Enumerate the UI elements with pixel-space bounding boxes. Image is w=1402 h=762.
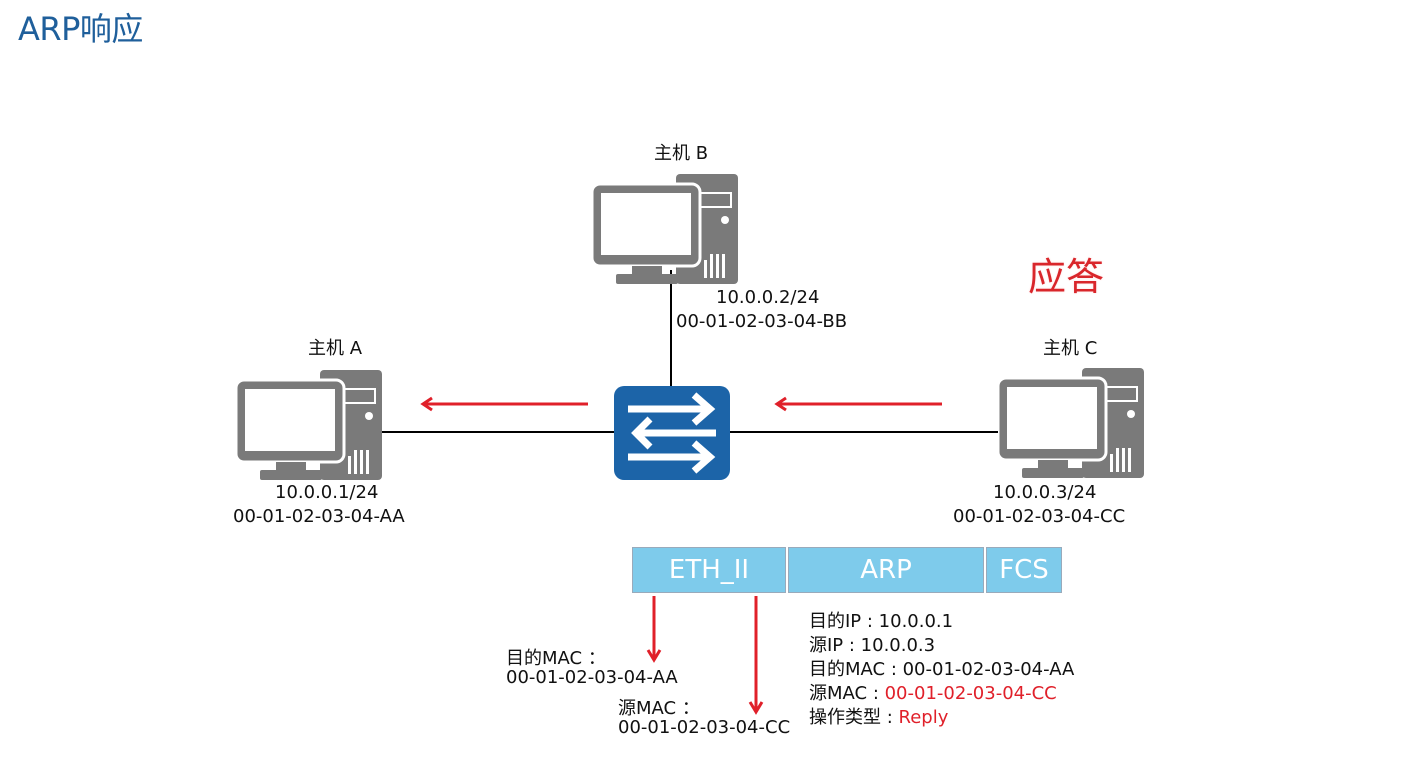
- arp-dst-ip-value: 10.0.0.1: [878, 611, 954, 632]
- arp-dst-mac-value: 00-01-02-03-04-AA: [902, 659, 1075, 680]
- arp-src-ip: 源IP : 10.0.0.3: [809, 631, 935, 657]
- arp-src-mac-label: 源MAC :: [809, 683, 885, 704]
- arp-dst-ip: 目的IP : 10.0.0.1: [809, 607, 953, 633]
- flow-arrow-to-switch: [774, 396, 942, 412]
- eth-dst-arrow: [646, 596, 662, 663]
- flow-arrow-to-a: [420, 396, 588, 412]
- arp-dst-mac-label: 目的MAC :: [809, 659, 903, 680]
- host-c-ip: 10.0.0.3/24: [993, 482, 1097, 503]
- arp-src-ip-value: 10.0.0.3: [860, 635, 936, 656]
- slide-title: ARP响应: [18, 10, 143, 48]
- eth-src-mac-label: 源MAC ：: [618, 698, 700, 719]
- host-a-name: 主机 A: [308, 338, 363, 359]
- switch-icon: [614, 386, 730, 480]
- arp-dst-ip-label: 目的IP :: [809, 611, 879, 632]
- eth-src-mac-value: 00-01-02-03-04-CC: [618, 717, 791, 738]
- host-b-mac: 00-01-02-03-04-BB: [676, 311, 848, 332]
- link-b-switch: [670, 270, 672, 388]
- arp-src-mac: 源MAC : 00-01-02-03-04-CC: [809, 679, 1057, 705]
- arp-operation: 操作类型 : Reply: [809, 703, 948, 729]
- reply-tag: 应答: [1028, 255, 1105, 299]
- host-c-computer-icon: [998, 368, 1144, 478]
- link-a-switch: [380, 431, 616, 433]
- frame-segment-fcs: FCS: [986, 547, 1062, 593]
- arp-operation-label: 操作类型 :: [809, 707, 899, 728]
- host-b-name: 主机 B: [654, 143, 709, 164]
- eth-dst-mac-value: 00-01-02-03-04-AA: [506, 667, 678, 688]
- eth-src-arrow: [748, 596, 764, 715]
- arp-dst-mac: 目的MAC : 00-01-02-03-04-AA: [809, 655, 1074, 681]
- host-c-name: 主机 C: [1043, 338, 1098, 359]
- arp-src-ip-label: 源IP :: [809, 635, 861, 656]
- arp-src-mac-value: 00-01-02-03-04-CC: [884, 683, 1057, 704]
- host-a-ip: 10.0.0.1/24: [275, 482, 379, 503]
- host-a-computer-icon: [236, 370, 382, 480]
- host-c-mac: 00-01-02-03-04-CC: [953, 506, 1126, 527]
- frame-segment-arp: ARP: [788, 547, 984, 593]
- arp-operation-value: Reply: [898, 707, 949, 728]
- host-b-computer-icon: [592, 174, 738, 284]
- host-b-ip: 10.0.0.2/24: [716, 287, 820, 308]
- frame-segment-eth: ETH_II: [632, 547, 786, 593]
- link-switch-c: [726, 431, 1002, 433]
- eth-dst-mac-label: 目的MAC ：: [506, 648, 606, 669]
- host-a-mac: 00-01-02-03-04-AA: [233, 506, 405, 527]
